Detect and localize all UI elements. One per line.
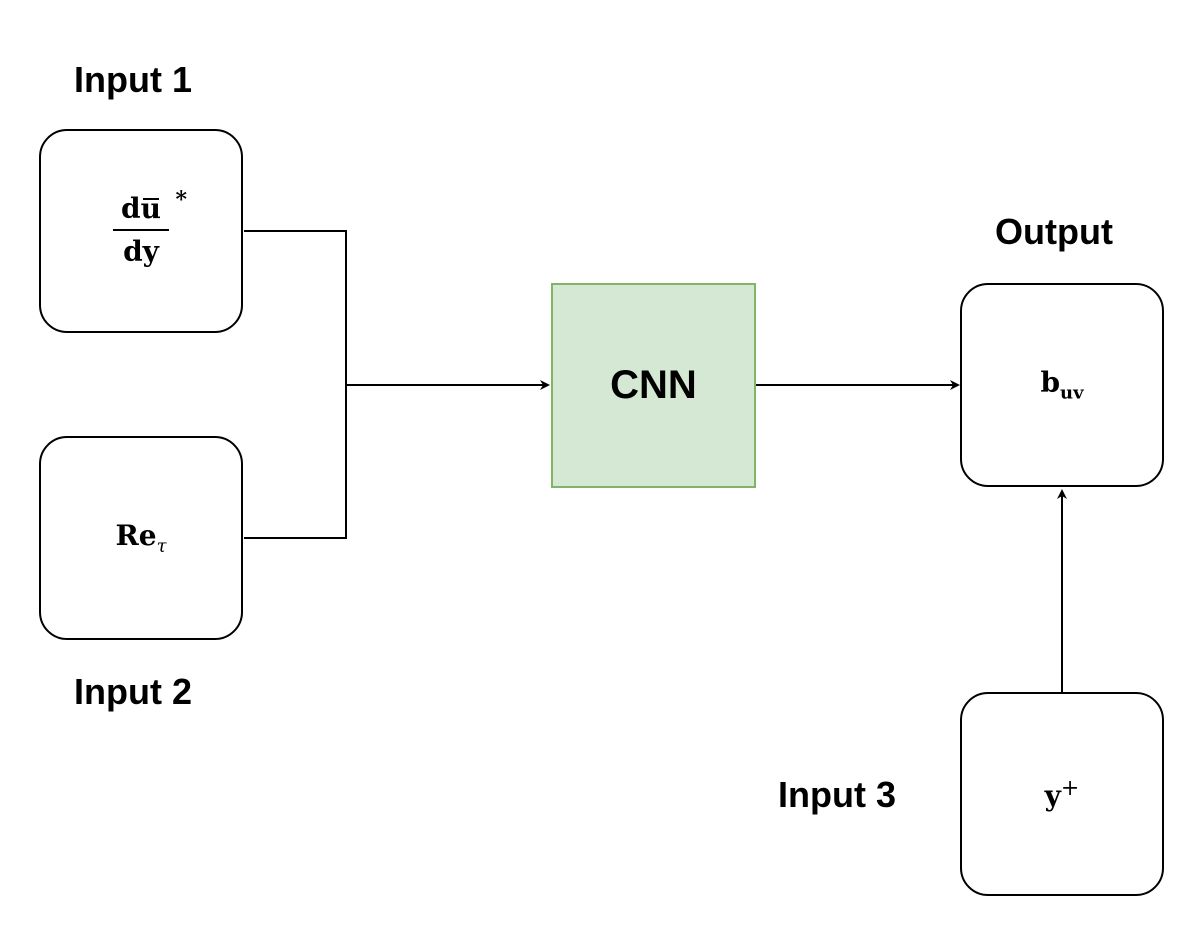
input-3-label: Input 3 [778,774,896,815]
reynolds-number-expression: Reτ [115,519,167,557]
cnn-label: CNN [610,363,697,407]
wall-distance-expression: y+ [1044,775,1080,813]
input-1-node: du * dy [39,129,243,333]
input1-connector [244,230,347,385]
fraction-bar [113,229,169,231]
normalized-superscript: * [175,187,187,214]
cnn-node: CNN [551,283,756,488]
anisotropy-expression: buv [1040,366,1084,404]
input2-connector [244,385,347,539]
numerator-d: d [121,192,141,226]
input-2-node: Reτ [39,436,243,640]
velocity-gradient-expression: du * dy [113,188,187,268]
input-3-node: y+ [960,692,1164,896]
output-label: Output [995,211,1113,252]
input-1-label: Input 1 [74,59,192,100]
numerator-u-bar: u [140,192,161,226]
input-2-label: Input 2 [74,671,192,712]
denominator: dy [123,235,159,268]
output-node: buv [960,283,1164,487]
